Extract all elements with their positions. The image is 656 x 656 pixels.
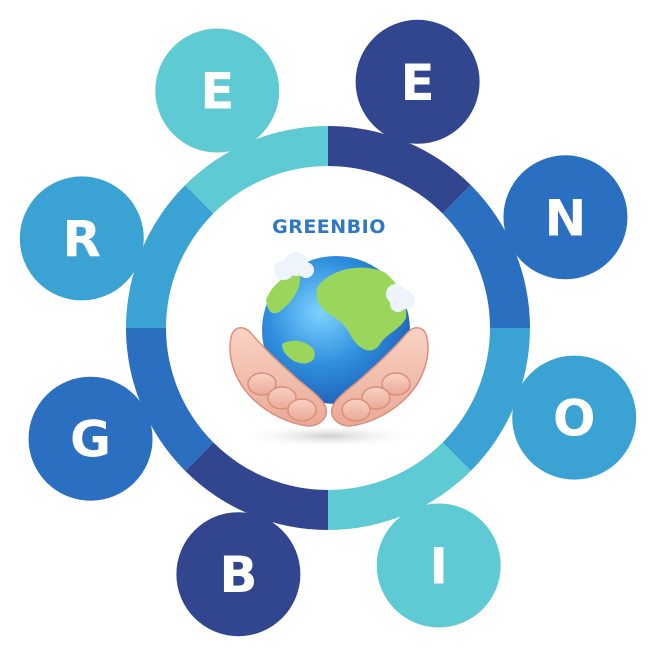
letter-g3: N [503,155,628,280]
center-title: GREENBIO [272,216,386,238]
letter-circles: E E N O I B G R [19,19,637,637]
letter-g1: E [155,28,280,153]
letter-g2: E [355,19,480,144]
center-panel: GREENBIO [229,216,429,448]
letter-circle [355,19,480,144]
letter-circle [176,512,301,637]
letter-label: R [63,210,102,268]
ring-segment [328,442,471,530]
letter-g5: I [376,503,501,628]
letter-label: O [553,390,596,448]
ring-segment [185,126,328,214]
ring-segment [126,185,214,328]
letter-label: N [545,189,587,247]
letter-g7: G [28,376,153,501]
letter-g8: R [19,176,144,301]
letter-circle [503,155,628,280]
letter-g6: B [176,512,301,637]
letter-circle [155,28,280,153]
letter-label: B [219,546,257,604]
letter-label: E [200,63,234,121]
segmented-ring [126,126,530,530]
ring-segment [126,328,214,471]
letter-label: E [401,54,435,112]
ring-segment [442,185,530,328]
ring-segment [442,328,530,471]
letter-g4: O [512,355,637,480]
ring-segment [328,126,471,214]
hands-holding-earth-icon [229,252,429,448]
letter-circle [28,376,153,501]
letter-label: I [429,537,448,595]
letter-circle [376,503,501,628]
letter-label: G [70,411,111,469]
letter-circle [19,176,144,301]
letter-circle [512,355,637,480]
ring-segment [185,442,328,530]
